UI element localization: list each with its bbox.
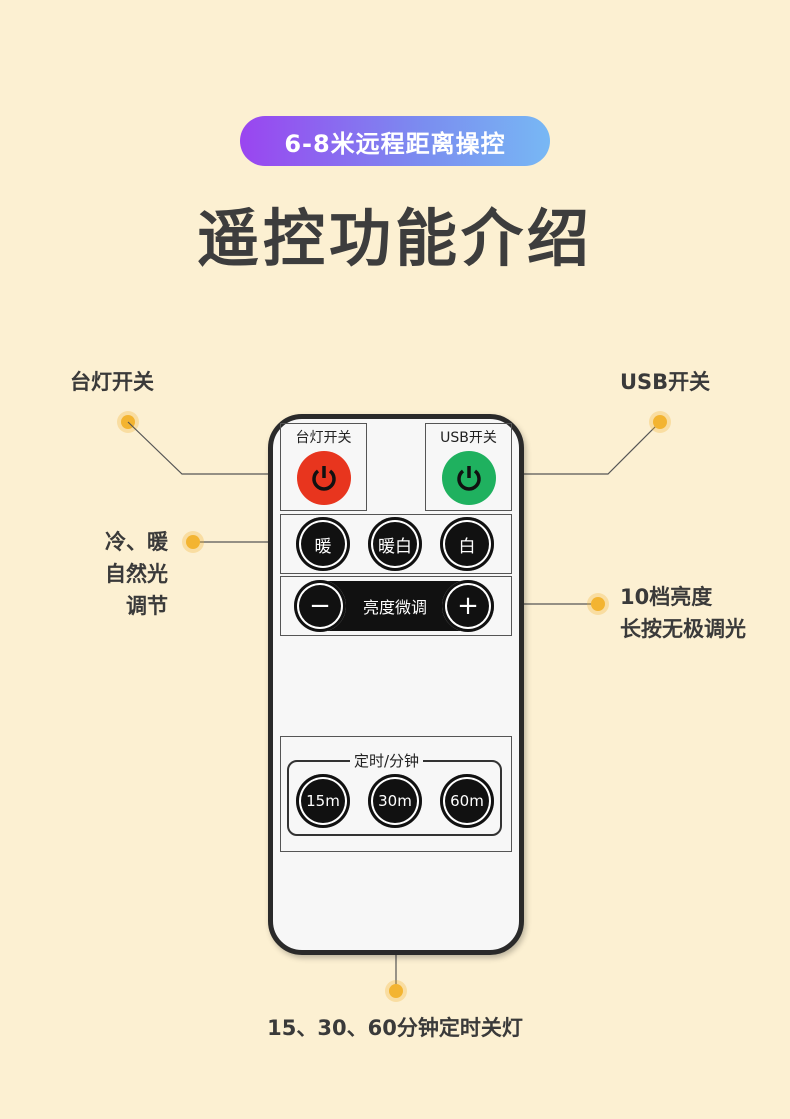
timer-15m-button[interactable]: 15m (296, 774, 350, 828)
callout-dot (591, 597, 605, 611)
callout-line: 冷、暖 (105, 530, 168, 554)
callout-brightness: 10档亮度 长按无极调光 (620, 581, 746, 645)
brightness-up-button[interactable]: + (442, 580, 494, 632)
callout-color-temp: 冷、暖 自然光 调节 (60, 526, 168, 622)
color-section (280, 514, 512, 574)
usb-power-button[interactable] (441, 451, 496, 505)
remote-control (268, 414, 524, 955)
warm-button[interactable]: 暖 (296, 517, 350, 571)
lamp-power-button[interactable] (296, 451, 351, 505)
page-title: 遥控功能介绍 (196, 202, 593, 275)
callout-line: 10档亮度 (620, 585, 713, 609)
power-icon (456, 466, 481, 491)
power-icon (311, 466, 336, 491)
usb-section: USB开关 (425, 423, 512, 511)
timer-label: 定时/分钟 (350, 750, 424, 771)
callout-dot (186, 535, 200, 549)
dimmer-section (280, 576, 512, 636)
timer-60m-button[interactable]: 60m (440, 774, 494, 828)
range-badge: 6-8米远程距离操控 (240, 116, 550, 166)
callout-line: 调节 (126, 594, 168, 618)
brightness-down-button[interactable]: − (294, 580, 346, 632)
callout-dot (389, 984, 403, 998)
callout-timer: 15、30、60分钟定时关灯 (267, 1016, 523, 1040)
usb-label: USB开关 (440, 430, 497, 446)
timer-30m-button[interactable]: 30m (368, 774, 422, 828)
callout-usb-switch: USB开关 (620, 370, 711, 394)
callout-line: 自然光 (105, 562, 168, 586)
lamp-label: 台灯开关 (295, 430, 352, 446)
callout-dot (653, 415, 667, 429)
callout-line: 长按无极调光 (620, 617, 746, 641)
warm-white-button[interactable]: 暖白 (368, 517, 422, 571)
timer-section (280, 736, 512, 852)
callout-lamp-switch: 台灯开关 (70, 370, 154, 394)
lamp-section: 台灯开关 (280, 423, 367, 511)
white-button[interactable]: 白 (440, 517, 494, 571)
